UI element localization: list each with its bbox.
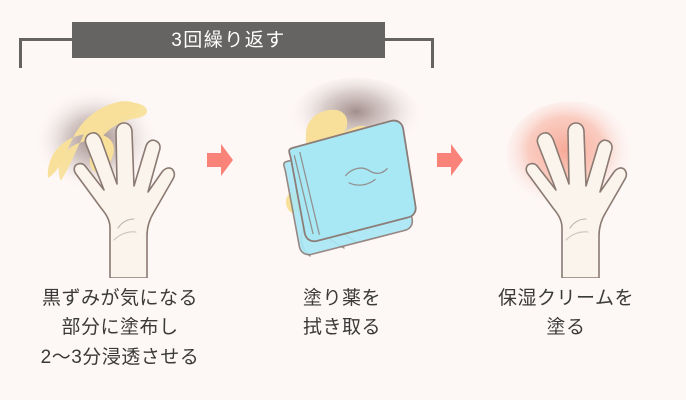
step-2-caption-line-2: 拭き取る bbox=[302, 317, 381, 339]
bracket-left-horizontal bbox=[19, 38, 75, 41]
step-3-caption-line-1: 保湿クリームを bbox=[498, 288, 634, 309]
step-3-caption-line-2: 塗る bbox=[546, 317, 586, 339]
step-1-caption: 黒ずみが気になる 部分に塗布し 2〜3分浸透させる bbox=[10, 284, 230, 372]
bracket-left-vertical bbox=[19, 38, 22, 68]
step-1-caption-line-3: 2〜3分浸透させる bbox=[40, 346, 200, 368]
step-3-caption: 保湿クリームを 塗る bbox=[456, 284, 676, 343]
step-2-caption: 塗り薬を 拭き取る bbox=[252, 284, 432, 343]
step-1-illustration bbox=[18, 78, 218, 278]
step-1-caption-line-2: 部分に塗布し bbox=[61, 317, 179, 339]
blue-cloth-wiping-cream-icon bbox=[252, 78, 452, 278]
step-2-caption-line-1: 塗り薬を bbox=[302, 288, 381, 309]
arrow-step-1-to-2 bbox=[207, 144, 233, 176]
bracket-right-vertical bbox=[431, 38, 434, 68]
step-1-caption-line-1: 黒ずみが気になる bbox=[41, 288, 198, 309]
repeat-banner: 3回繰り返す bbox=[72, 22, 385, 58]
arrow-step-2-to-3 bbox=[437, 144, 463, 176]
step-3-illustration bbox=[470, 78, 670, 278]
bracket-right-horizontal bbox=[383, 38, 434, 41]
step-2-illustration bbox=[252, 78, 452, 278]
repeat-banner-label: 3回繰り返す bbox=[171, 29, 286, 51]
hand-with-yellow-cream-on-dark-spot-icon bbox=[18, 78, 218, 278]
hand-with-pink-moisturized-glow-icon bbox=[470, 78, 670, 278]
